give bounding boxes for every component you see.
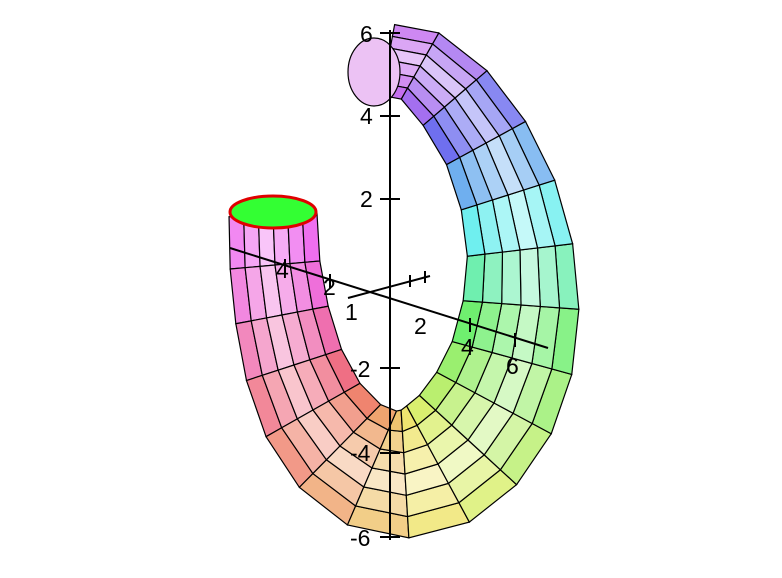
depth-axis-line (229, 247, 549, 349)
depth-tick-label: 2 (323, 274, 336, 300)
vertical-tick-label: 6 (360, 21, 373, 47)
tube-end-cap (228, 194, 318, 230)
tube-top-end (347, 37, 401, 107)
tube-mesh-patch (536, 245, 561, 309)
tube-mesh-patch (481, 251, 504, 305)
axes (229, 30, 549, 540)
tube-mesh-patch (519, 247, 541, 308)
vertical-tick-label: 2 (360, 186, 373, 212)
horizontal-tick-label: 4 (461, 334, 474, 360)
tube-mesh-patch (501, 249, 522, 306)
tick-labels: 6 4 2 -2 -4 -6 4 2 1 2 4 6 (276, 21, 519, 551)
tube-mesh-patch (462, 253, 486, 303)
horizontal-tick-label: 6 (506, 353, 519, 379)
torus-tube-surface (228, 23, 580, 539)
horizontal-axis-line (347, 275, 431, 299)
depth-tick-label: 4 (276, 257, 289, 283)
horizontal-tick-label: 2 (414, 313, 427, 339)
depth-tick-label: 1 (345, 299, 358, 325)
vertical-tick-label: -6 (350, 525, 370, 551)
vertical-tick-label: -4 (350, 440, 371, 466)
vertical-tick-label: -2 (350, 356, 370, 382)
vertical-tick-label: 4 (360, 103, 373, 129)
